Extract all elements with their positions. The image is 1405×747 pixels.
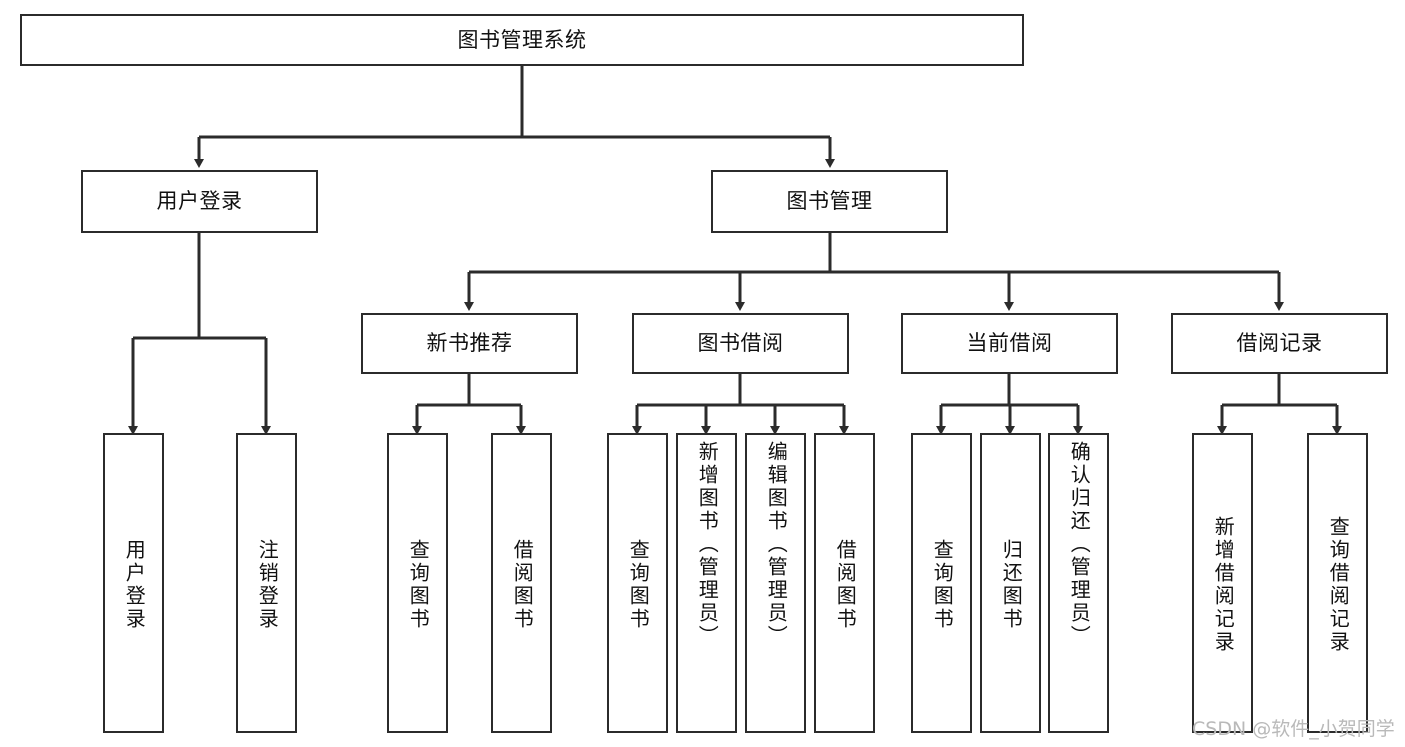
node-book-manage[interactable]: 图书管理 — [711, 170, 948, 233]
node-leaf-nb-query-book[interactable]: 查询图书 — [387, 433, 448, 733]
node-leaf-bb-borrow-book-label: 借阅图书 — [833, 539, 858, 631]
node-leaf-bb-borrow-book[interactable]: 借阅图书 — [814, 433, 875, 733]
node-user-login[interactable]: 用户登录 — [81, 170, 318, 233]
node-leaf-nb-borrow-book-label: 借阅图书 — [510, 539, 535, 631]
node-leaf-user-login-label: 用户登录 — [122, 539, 147, 631]
node-leaf-bb-edit-book[interactable]: 编辑图书（管理员） — [745, 433, 806, 733]
node-borrow-record-label: 借阅记录 — [1236, 331, 1323, 356]
node-new-book-recommend[interactable]: 新书推荐 — [361, 313, 578, 374]
node-leaf-bb-add-book[interactable]: 新增图书（管理员） — [676, 433, 737, 733]
node-leaf-br-query-record[interactable]: 查询借阅记录 — [1307, 433, 1368, 733]
node-leaf-bb-edit-book-label: 编辑图书（管理员） — [764, 441, 789, 648]
node-root-label: 图书管理系统 — [457, 27, 587, 52]
node-current-borrow-label: 当前借阅 — [966, 331, 1053, 356]
node-leaf-br-add-record-label: 新增借阅记录 — [1211, 516, 1236, 654]
node-root[interactable]: 图书管理系统 — [20, 14, 1024, 66]
node-leaf-cb-query-book[interactable]: 查询图书 — [911, 433, 972, 733]
node-book-borrow[interactable]: 图书借阅 — [632, 313, 849, 374]
node-leaf-bb-query-book-label: 查询图书 — [626, 539, 651, 631]
node-book-borrow-label: 图书借阅 — [697, 331, 784, 356]
node-leaf-nb-query-book-label: 查询图书 — [406, 539, 431, 631]
node-leaf-logout[interactable]: 注销登录 — [236, 433, 297, 733]
node-leaf-bb-query-book[interactable]: 查询图书 — [607, 433, 668, 733]
node-leaf-cb-confirm-return[interactable]: 确认归还（管理员） — [1048, 433, 1109, 733]
node-borrow-record[interactable]: 借阅记录 — [1171, 313, 1388, 374]
node-leaf-cb-return-book-label: 归还图书 — [999, 539, 1024, 631]
node-user-login-label: 用户登录 — [156, 189, 243, 214]
node-leaf-nb-borrow-book[interactable]: 借阅图书 — [491, 433, 552, 733]
node-new-book-recommend-label: 新书推荐 — [426, 331, 513, 356]
node-leaf-cb-query-book-label: 查询图书 — [930, 539, 955, 631]
node-current-borrow[interactable]: 当前借阅 — [901, 313, 1118, 374]
node-leaf-br-query-record-label: 查询借阅记录 — [1326, 516, 1351, 654]
node-leaf-bb-add-book-label: 新增图书（管理员） — [695, 441, 720, 648]
node-leaf-user-login[interactable]: 用户登录 — [103, 433, 164, 733]
node-leaf-cb-return-book[interactable]: 归还图书 — [980, 433, 1041, 733]
node-leaf-logout-label: 注销登录 — [255, 539, 280, 631]
node-leaf-br-add-record[interactable]: 新增借阅记录 — [1192, 433, 1253, 733]
node-leaf-cb-confirm-return-label: 确认归还（管理员） — [1067, 441, 1092, 648]
node-book-manage-label: 图书管理 — [786, 189, 873, 214]
